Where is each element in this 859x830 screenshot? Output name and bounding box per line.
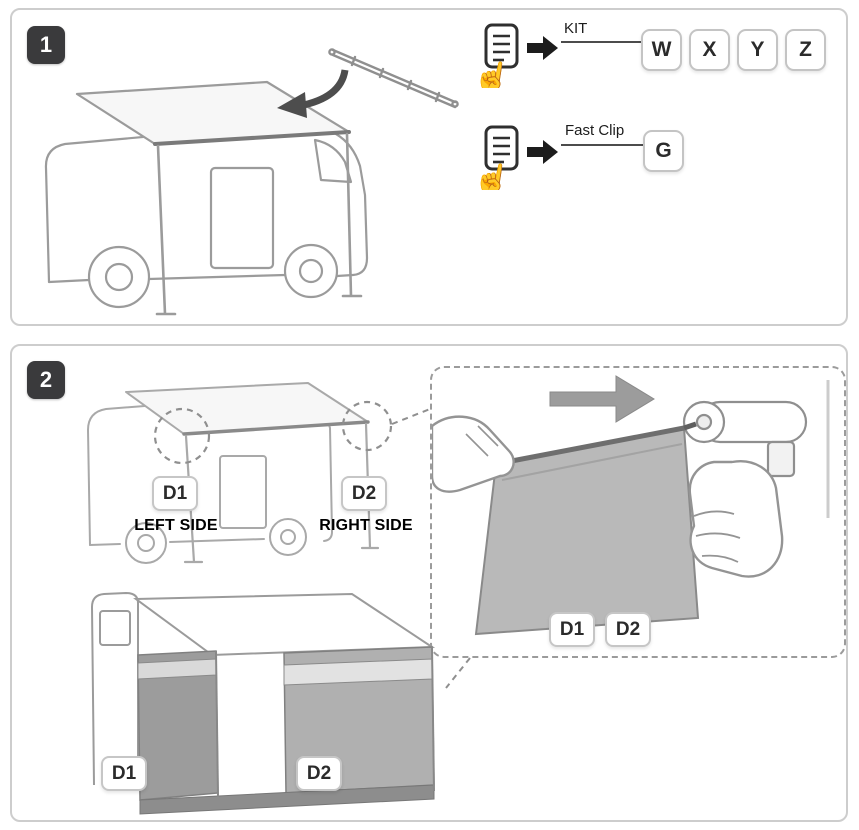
step-2-badge: 2: [27, 361, 65, 399]
camper-overview-illustration: [87, 382, 393, 564]
camper-awning-illustration: [44, 48, 459, 316]
awning-case: [682, 400, 808, 478]
detail-circle-left: [153, 407, 211, 465]
kit-label: KIT: [564, 20, 588, 37]
bottom-tag-d2: D2: [296, 756, 342, 791]
fabric-panel: [474, 421, 700, 636]
left-side-caption: LEFT SIDE: [134, 517, 218, 534]
right-hand-icon: [688, 460, 784, 578]
detail-tag-d1: D1: [549, 612, 595, 647]
kit-part-y: Y: [737, 29, 778, 71]
bottom-tag-d1: D1: [101, 756, 147, 791]
right-side-caption: RIGHT SIDE: [319, 517, 413, 534]
awning-canopy: [125, 382, 380, 564]
kit-part-w: W: [641, 29, 682, 71]
arrow-right-icon: [527, 140, 558, 164]
unroll-arrow-icon: [277, 69, 349, 118]
instruction-sheet-icon: ☝: [474, 124, 522, 190]
detail-circle-right: [341, 400, 393, 452]
rail-insertion-detail-illustration: [432, 375, 830, 636]
fast-clip-leader-line: [561, 144, 643, 146]
kit-part-z: Z: [785, 29, 826, 71]
detail-tag-d2: D2: [605, 612, 651, 647]
front-left-leg: [215, 650, 219, 798]
front-right-leg: [431, 646, 435, 792]
slide-direction-arrow-icon: [549, 375, 655, 423]
arrow-right-icon: [527, 36, 558, 60]
right-side-tag: D2: [341, 476, 387, 511]
step-1-badge: 1: [27, 26, 65, 64]
kit-leader-line: [561, 41, 641, 43]
left-hand-icon: [432, 415, 515, 493]
instruction-sheet-icon: ☝: [474, 22, 522, 88]
detail-inset-box: [430, 366, 846, 658]
fast-clip-part-g: G: [643, 130, 684, 172]
camper-body: [44, 124, 369, 309]
left-side-tag: D1: [152, 476, 198, 511]
kit-part-x: X: [689, 29, 730, 71]
fast-clip-label: Fast Clip: [565, 122, 625, 139]
awning-canopy: [75, 80, 363, 316]
awning-roof: [133, 592, 436, 657]
left-panel-window-band: [137, 658, 217, 680]
lead-rail-part-illustration: [328, 48, 459, 109]
step-1-number: 1: [39, 32, 53, 57]
step-2-number: 2: [39, 367, 53, 392]
